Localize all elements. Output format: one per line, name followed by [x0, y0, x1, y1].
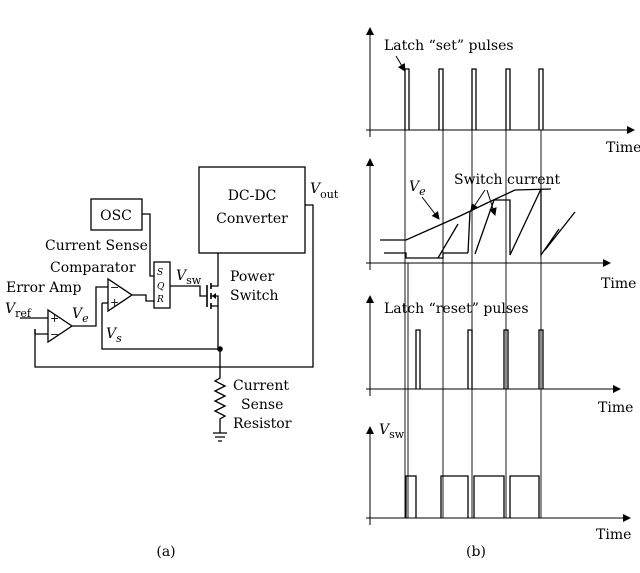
- vsw-plot: Vsw Time: [366, 422, 631, 543]
- ve-error-voltage-trace: [380, 188, 552, 241]
- switch-current-plot: Ve Switch current Time: [366, 158, 636, 292]
- time-label-4: Time: [596, 527, 631, 543]
- sr-latch-block: [153, 261, 171, 309]
- erroramp-minus: −: [50, 328, 59, 341]
- cs-resistor-label-line2: Sense: [241, 397, 283, 413]
- reset-pulses-plot: Latch “reset” pulses Time: [366, 295, 633, 416]
- vs-label: Vs: [106, 326, 122, 345]
- caption-b: (b): [466, 544, 486, 560]
- comparator-to-latch-reset-wire: [132, 294, 154, 302]
- ve-label-left: Ve: [72, 306, 89, 325]
- latch-q-pin: Q: [157, 282, 165, 292]
- osc-label: OSC: [100, 208, 132, 224]
- reset-pulses-label: Latch “reset” pulses: [384, 301, 529, 317]
- ve-label-right: Ve: [409, 179, 426, 198]
- csc-label-line2: Comparator: [50, 260, 136, 276]
- converter-label-line1: DC-DC: [228, 188, 277, 204]
- switch-current-trace: [384, 188, 576, 259]
- comparator-plus: +: [110, 296, 119, 309]
- latch-s-pin: S: [157, 268, 163, 278]
- cs-resistor-label-line1: Current: [233, 378, 289, 394]
- time-label-2: Time: [601, 276, 636, 292]
- timing-diagram: Latch “set” pulses Time Ve Switch curren…: [366, 27, 640, 560]
- cs-resistor-label-line3: Resistor: [233, 416, 292, 432]
- error-amplifier: [47, 308, 74, 344]
- vsw-waveform: [405, 475, 540, 518]
- power-switch-label-line1: Power: [230, 269, 275, 285]
- timing-guide-lines: [404, 130, 542, 518]
- dc-dc-converter-block: [198, 166, 306, 254]
- set-pulses-plot: Latch “set” pulses Time: [366, 27, 640, 156]
- erroramp-feedback-input: [34, 329, 48, 335]
- vs-sense-wire: [101, 302, 219, 350]
- switch-current-pointer-a: [470, 189, 486, 212]
- error-amp-label: Error Amp: [6, 280, 82, 296]
- set-pulse-train: [404, 68, 544, 130]
- latch-q-to-gate-wire: [170, 285, 207, 297]
- ve-pointer: [421, 196, 440, 220]
- current-sense-comparator: [107, 277, 134, 313]
- vsw-label-right: Vsw: [379, 422, 405, 441]
- osc-to-latch-wire: [142, 213, 154, 277]
- erroramp-plus: +: [50, 312, 59, 325]
- ve-wire: [72, 286, 108, 327]
- ground-symbol: [213, 432, 227, 442]
- vout-feedback-wire: [34, 204, 314, 368]
- csc-label-line1: Current Sense: [45, 238, 148, 254]
- vout-label: Vout: [310, 181, 339, 201]
- time-label-3: Time: [598, 400, 633, 416]
- set-pulses-pointer: [395, 55, 406, 72]
- vref-label: Vref: [5, 301, 32, 320]
- caption-a: (a): [156, 544, 175, 560]
- vsw-label-left: Vsw: [176, 268, 202, 287]
- current-sense-resistor: [213, 349, 227, 433]
- reset-pulse-train: [415, 329, 544, 389]
- switch-current-label: Switch current: [454, 172, 561, 188]
- switch-current-pointer-b: [486, 189, 497, 216]
- latch-r-pin: R: [156, 295, 164, 305]
- circuit-diagram: OSC DC-DC Converter Vout Power Switch S …: [5, 166, 339, 560]
- power-switch-mosfet: [206, 281, 219, 312]
- set-pulses-label: Latch “set” pulses: [384, 38, 514, 54]
- comparator-minus: −: [110, 281, 119, 294]
- time-label-1: Time: [606, 140, 640, 156]
- power-switch-label-line2: Switch: [230, 288, 279, 304]
- converter-label-line2: Converter: [216, 211, 288, 227]
